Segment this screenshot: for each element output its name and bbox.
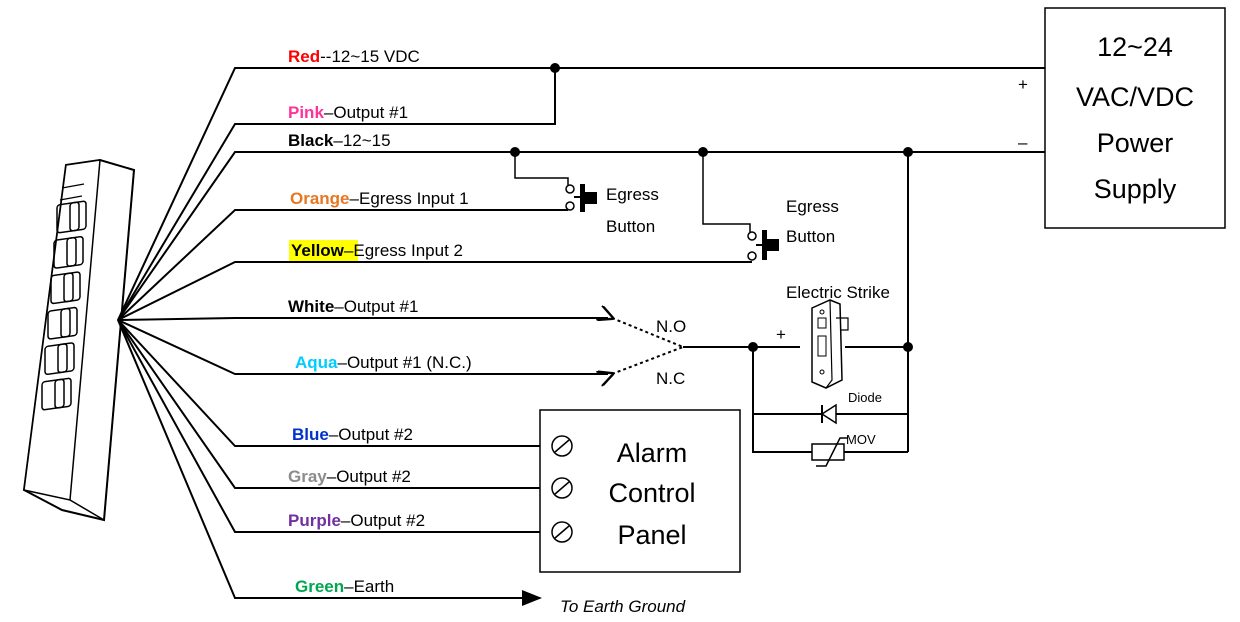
junction-dot [550, 63, 560, 73]
diode-label: Diode [848, 390, 882, 405]
wire-label-white: White–Output #1 [288, 297, 418, 316]
power-supply-line1: 12~24 [1097, 32, 1173, 62]
egress2-label-line2: Button [786, 227, 835, 246]
keypad-reader [22, 158, 136, 522]
power-supply-box [1044, 7, 1226, 229]
wire-label-aqua: Aqua–Output #1 (N.C.) [295, 353, 472, 372]
wire-label-green: Green–Earth [295, 577, 394, 596]
mov-icon [811, 437, 848, 467]
egress-button-2 [702, 152, 779, 261]
relay-no-label: N.O [656, 317, 686, 336]
wire-label-orange: Orange–Egress Input 1 [290, 189, 469, 208]
egress-button-1 [514, 152, 597, 212]
wire-label-blue: Blue–Output #2 [292, 425, 413, 444]
wire-label-black: Black–12~15 [288, 131, 391, 150]
electric-strike-icon [811, 299, 849, 389]
egress2-label-line1: Egress [786, 197, 839, 216]
egress1-label-line2: Button [606, 217, 655, 236]
wire-label-pink: Pink–Output #1 [288, 103, 408, 122]
power-minus-label: – [1018, 133, 1028, 152]
wire-label-gray: Gray–Output #2 [288, 467, 411, 486]
electric-strike-label: Electric Strike [786, 283, 890, 302]
power-supply-line4: Supply [1094, 174, 1177, 204]
relay-contacts [612, 318, 800, 374]
wire-label-yellow: Yellow–Egress Input 2 [291, 241, 463, 260]
keypad-buttons [41, 200, 87, 411]
alarm-line2: Control [608, 478, 695, 508]
relay-nc-label: N.C [656, 369, 685, 388]
wire-label-red: Red--12~15 VDC [288, 47, 420, 66]
wire-label-purple: Purple–Output #2 [288, 511, 425, 530]
alarm-line3: Panel [617, 520, 686, 550]
alarm-line1: Alarm [617, 438, 688, 468]
strike-plus-label: + [776, 325, 786, 344]
power-supply-line3: Power [1097, 128, 1174, 158]
yellow-highlight [289, 240, 358, 261]
alarm-control-panel [539, 409, 741, 573]
power-supply-line2: VAC/VDC [1076, 82, 1194, 112]
diode-icon [820, 403, 837, 425]
mov-label: MOV [846, 432, 876, 447]
earth-ground-label: To Earth Ground [560, 597, 686, 616]
power-plus-label: + [1018, 75, 1028, 94]
egress1-label-line1: Egress [606, 185, 659, 204]
wire-fan [117, 67, 1045, 606]
